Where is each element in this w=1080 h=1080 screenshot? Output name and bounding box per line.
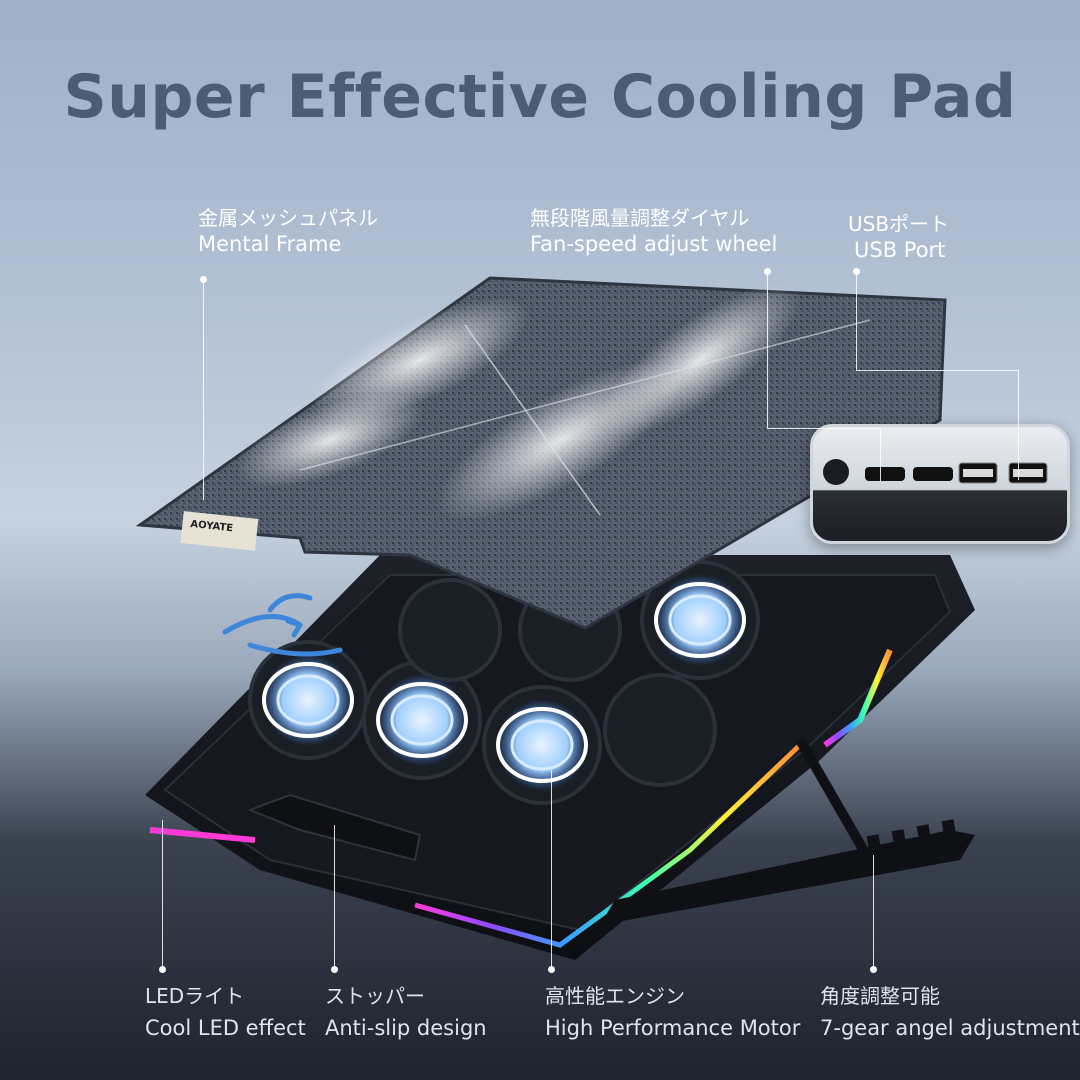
- callout-jp: 無段階風量調整ダイヤル: [530, 206, 750, 230]
- callout-jp: LEDライト: [145, 984, 245, 1008]
- fan-icon: [640, 560, 760, 680]
- callout-mesh-panel: 金属メッシュパネル Mental Frame: [198, 206, 378, 257]
- callout-fan-speed: 無段階風量調整ダイヤル Fan-speed adjust wheel: [530, 206, 777, 257]
- callout-dot: [853, 268, 860, 275]
- fan-icon: [362, 660, 482, 780]
- callout-motor: 高性能エンジン High Performance Motor: [545, 984, 800, 1041]
- callout-stopper: ストッパー Anti-slip design: [325, 984, 487, 1041]
- callout-line: [856, 272, 857, 370]
- callout-en: High Performance Motor: [545, 1016, 801, 1040]
- page-title: Super Effective Cooling Pad: [63, 62, 1017, 132]
- brand-plate: AOYATE: [190, 519, 234, 534]
- callout-dot: [200, 276, 207, 283]
- callout-jp: ストッパー: [325, 984, 425, 1008]
- stopper: [247, 793, 422, 862]
- led-strip-front: [414, 743, 802, 948]
- callout-jp: 金属メッシュパネル: [198, 206, 378, 230]
- callout-angle: 角度調整可能 7-gear angel adjustment: [820, 984, 1080, 1041]
- callout-line: [873, 855, 874, 970]
- led-strip-left: [149, 827, 256, 843]
- fan-icon: [248, 640, 368, 760]
- callout-line: [880, 428, 881, 482]
- led-strip-right: [823, 648, 893, 748]
- callout-led: LEDライト Cool LED effect: [145, 984, 306, 1041]
- speed-dial-icon[interactable]: [823, 459, 849, 485]
- callout-en: Fan-speed adjust wheel: [530, 232, 778, 256]
- callout-dot: [331, 966, 338, 973]
- callout-dot: [764, 268, 771, 275]
- callout-jp: 高性能エンジン: [545, 984, 685, 1008]
- callout-en: Cool LED effect: [145, 1016, 306, 1040]
- callout-line: [162, 820, 163, 970]
- callout-line: [551, 770, 552, 970]
- airflow-arrow-icon: [222, 593, 343, 657]
- callout-dot: [159, 966, 166, 973]
- usb-port-icon[interactable]: [913, 467, 953, 481]
- callout-en: Anti-slip design: [325, 1016, 487, 1040]
- callout-en: Mental Frame: [198, 232, 342, 256]
- callout-dot: [870, 966, 877, 973]
- callout-dot: [548, 966, 555, 973]
- callout-line: [767, 428, 880, 429]
- usb-port-icon[interactable]: [865, 467, 905, 481]
- callout-jp: 角度調整可能: [820, 984, 940, 1008]
- callout-en: USB Port: [854, 238, 946, 262]
- callout-jp: USBポート: [848, 212, 950, 236]
- callout-line: [1018, 370, 1019, 480]
- callout-usb-port: USBポート USB Port: [848, 212, 949, 263]
- callout-line: [767, 272, 768, 428]
- usb-port-inset: [810, 424, 1070, 544]
- mesh-panel: AOYATE: [135, 276, 947, 630]
- callout-line: [203, 280, 204, 500]
- callout-line: [856, 370, 1018, 371]
- callout-en: 7-gear angel adjustment: [820, 1016, 1080, 1040]
- callout-line: [334, 825, 335, 970]
- fan-icon: [482, 685, 602, 805]
